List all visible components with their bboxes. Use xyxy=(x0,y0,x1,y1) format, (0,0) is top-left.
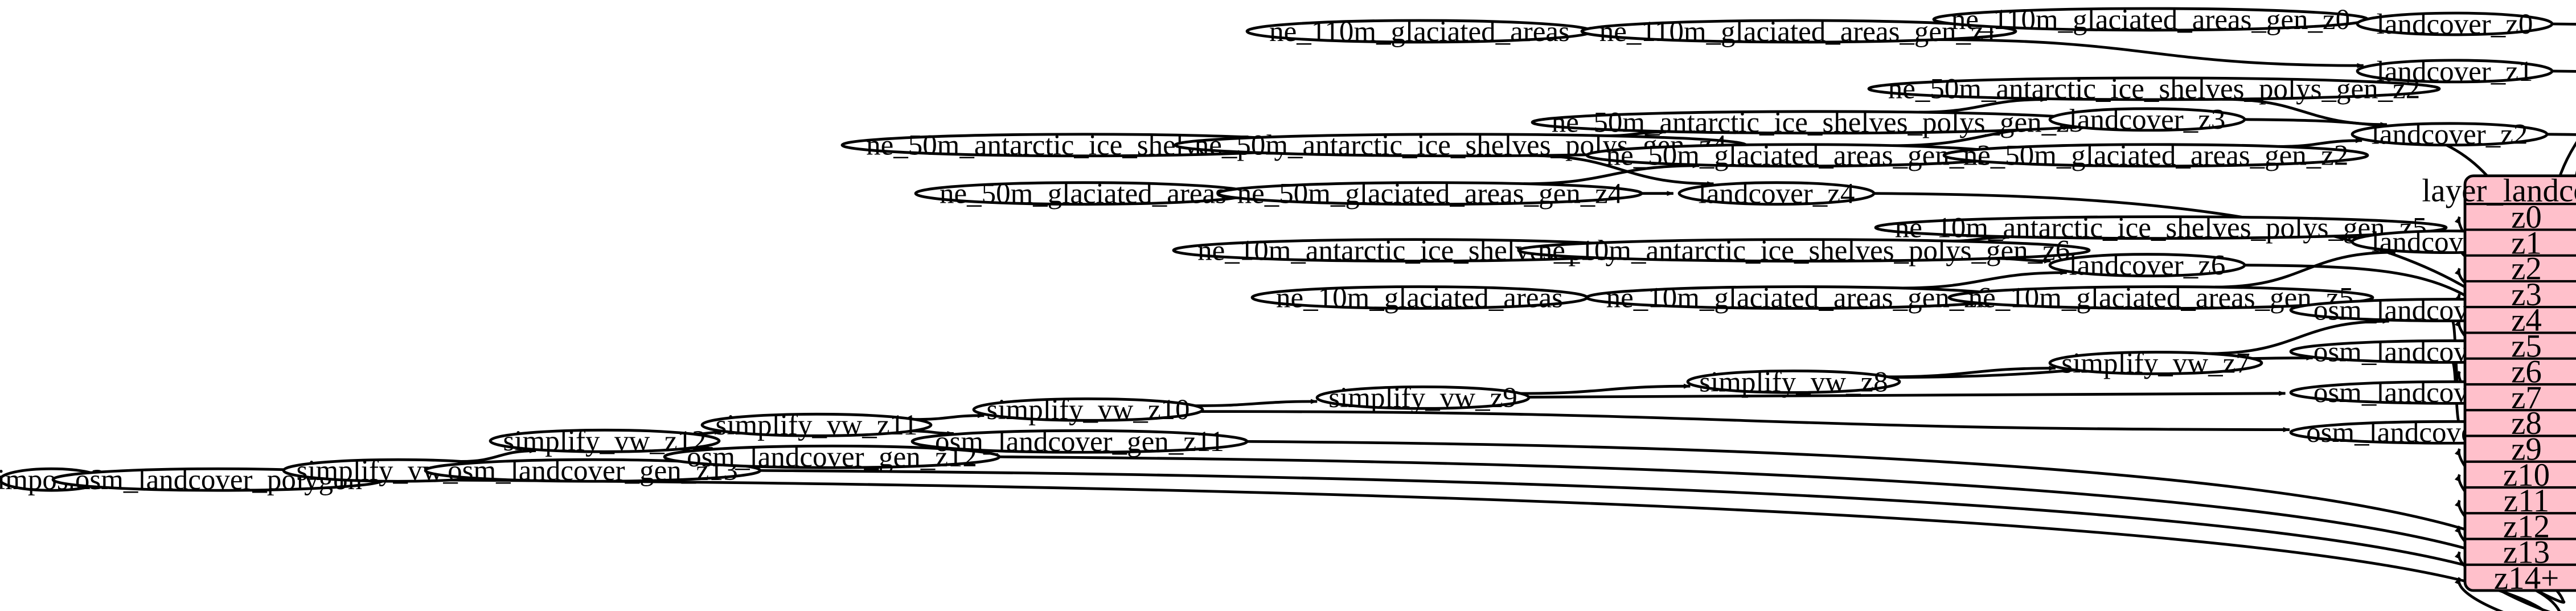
node-shape xyxy=(663,444,1001,469)
node-label: ne_110m_glaciated_areas_gen_z1 xyxy=(1599,16,1998,48)
node-landcover_z4[interactable]: landcover_z4 xyxy=(1677,178,1876,210)
node-label: ne_50m_glaciated_areas xyxy=(940,178,1227,210)
node-shape xyxy=(2356,11,2554,36)
edge-osm_landcover_gen_z12-to-layer_landcover.z12 xyxy=(999,455,2566,604)
node-simplify_vw_z8[interactable]: simplify_vw_z8 xyxy=(1686,366,1901,398)
node-shape xyxy=(2048,107,2246,132)
node-landcover_z2[interactable]: landcover_z2 xyxy=(2351,119,2549,151)
node-label: ne_10m_antarctic_ice_shelves_polys_gen_z… xyxy=(1895,212,2427,244)
node-simplify_vw_z12[interactable]: simplify_vw_z12 xyxy=(489,425,721,457)
node-label: simplify_vw_z9 xyxy=(1328,382,1517,414)
node-ne_50m_antarctic_ice_shelves_polys_gen_z3[interactable]: ne_50m_antarctic_ice_shelves_polys_gen_z… xyxy=(1531,107,2105,139)
node-ne_110m_glaciated_areas_gen_z0[interactable]: ne_110m_glaciated_areas_gen_z0 xyxy=(1932,4,2369,36)
node-label: ne_10m_glaciated_areas xyxy=(1276,282,1563,314)
edge-ne_110m_glaciated_areas_gen_z1-to-landcover_z1 xyxy=(1936,38,2364,68)
node-label: ne_50m_glaciated_areas_gen_z2 xyxy=(1963,140,2349,172)
node-shape xyxy=(1677,181,1876,206)
node-label: ne_50m_antarctic_ice_shelves_polys_gen_z… xyxy=(1552,107,2084,139)
node-ne_10m_glaciated_areas_gen_z6[interactable]: ne_10m_glaciated_areas_gen_z6 xyxy=(1585,282,2012,314)
node-label: simplify_vw_z7 xyxy=(2061,347,2250,379)
node-ne_10m_antarctic_ice_shelves_polys_gen_z5[interactable]: ne_10m_antarctic_ice_shelves_polys_gen_z… xyxy=(1874,212,2448,244)
edge-osm_landcover_gen_z13-to-layer_landcover.z13 xyxy=(760,469,2561,611)
edge-simplify_vw_z11-to-simplify_vw_z10 xyxy=(914,413,985,421)
edge-ne_10m_glaciated_areas_gen_z6-to-landcover_z6 xyxy=(1900,270,2068,290)
node-layer: imposm3osm_landcover_polygonsimplify_vw_… xyxy=(0,4,2576,496)
node-shape xyxy=(1517,238,2091,263)
edge-simplify_vw_z9-to-osm_landcover_gen_z9 xyxy=(1528,391,2286,399)
node-simplify_vw_z10[interactable]: simplify_vw_z10 xyxy=(972,394,1204,426)
node-osm_landcover_gen_z11[interactable]: osm_landcover_gen_z11 xyxy=(910,426,1249,458)
node-shape xyxy=(1942,143,2369,168)
node-label: ne_110m_glaciated_areas xyxy=(1269,16,1570,48)
node-label: ne_50m_glaciated_areas_gen_z3 xyxy=(1606,140,1992,172)
node-shape xyxy=(424,458,762,483)
node-label: ne_50m_antarctic_ice_shelves_polys_gen_z… xyxy=(1888,73,2421,105)
node-simplify_vw_z11[interactable]: simplify_vw_z11 xyxy=(700,409,933,441)
node-label: landcover_z1 xyxy=(2377,56,2533,88)
edge-ne_10m_glaciated_areas_gen_z5-to-landcover_z5 xyxy=(2215,249,2396,289)
node-shape xyxy=(2356,59,2554,84)
edge-osm_landcover_polygon-to-layer_landcover.z14+ xyxy=(384,478,2547,611)
node-shape xyxy=(2048,253,2246,277)
node-shape xyxy=(2048,351,2263,375)
node-shape xyxy=(489,428,721,453)
node-label: ne_10m_antarctic_ice_shelves_polys_gen_z… xyxy=(1538,235,2070,267)
edge-simplify_vw_z7-to-osm_landcover_gen_z7 xyxy=(2208,318,2390,355)
node-shape xyxy=(1867,76,2441,101)
node-ne_110m_glaciated_areas[interactable]: ne_110m_glaciated_areas xyxy=(1245,16,1594,48)
node-label: simplify_vw_z11 xyxy=(715,409,917,441)
edge-simplify_vw_z9-to-simplify_vw_z8 xyxy=(1520,383,1691,395)
node-simplify_vw_z9[interactable]: simplify_vw_z9 xyxy=(1315,382,1531,414)
node-shape xyxy=(972,397,1204,422)
node-shape xyxy=(1580,19,2017,44)
node-ne_10m_glaciated_areas_gen_z5[interactable]: ne_10m_glaciated_areas_gen_z5 xyxy=(1947,282,2374,314)
node-ne_10m_glaciated_areas[interactable]: ne_10m_glaciated_areas xyxy=(1250,282,1589,314)
table-row-z14+[interactable]: z14+ xyxy=(2494,560,2559,596)
edge-simplify_vw_z10-to-osm_landcover_gen_z10 xyxy=(1200,410,2290,433)
edge-simplify_vw_z10-to-simplify_vw_z9 xyxy=(1195,399,1318,408)
node-label: simplify_vw_z10 xyxy=(987,394,1190,426)
node-simplify_vw_z7[interactable]: simplify_vw_z7 xyxy=(2048,347,2263,379)
node-ne_110m_glaciated_areas_gen_z1[interactable]: ne_110m_glaciated_areas_gen_z1 xyxy=(1580,16,2017,48)
node-label: ne_110m_glaciated_areas_gen_z0 xyxy=(1951,4,2350,36)
node-ne_50m_glaciated_areas_gen_z4[interactable]: ne_50m_glaciated_areas_gen_z4 xyxy=(1216,178,1643,210)
edge-ne_50m_antarctic_ice_shelves_polys_gen_z2-to-landcover_z2 xyxy=(2222,97,2388,128)
node-landcover_z1[interactable]: landcover_z1 xyxy=(2356,56,2554,88)
node-label: simplify_vw_z8 xyxy=(1699,366,1888,398)
node-label: landcover_z3 xyxy=(2069,104,2226,136)
table-title: layer_landcover xyxy=(2422,173,2576,208)
node-ne_10m_antarctic_ice_shelves_polys_gen_z6[interactable]: ne_10m_antarctic_ice_shelves_polys_gen_z… xyxy=(1517,235,2091,267)
node-shape xyxy=(1874,215,2448,240)
node-shape xyxy=(1216,181,1643,206)
node-shape xyxy=(1315,385,1531,410)
node-shape xyxy=(910,429,1249,454)
layer-landcover-table: layer_landcoverz0z1z2z3z4z5z6z7z8z9z10z1… xyxy=(2422,173,2576,596)
node-shape xyxy=(1947,285,2374,310)
node-label: landcover_z2 xyxy=(2372,119,2528,151)
node-landcover_z0[interactable]: landcover_z0 xyxy=(2356,9,2554,40)
edge-simplify_vw_z8-to-simplify_vw_z7 xyxy=(1888,366,2056,379)
edge-ne_50m_glaciated_areas_gen_z4-to-ne_50m_glaciated_areas_gen_z3 xyxy=(1523,163,1700,186)
node-label: ne_10m_glaciated_areas_gen_z6 xyxy=(1606,282,1992,314)
node-label: landcover_z0 xyxy=(2377,9,2533,40)
node-label: landcover_z6 xyxy=(2069,249,2226,281)
edge-ne_50m_antarctic_ice_shelves_polys_gen_z4-to-landcover_z4 xyxy=(1529,154,1714,187)
node-label: simplify_vw_z12 xyxy=(503,425,707,457)
node-ne_50m_glaciated_areas_gen_z2[interactable]: ne_50m_glaciated_areas_gen_z2 xyxy=(1942,140,2369,172)
node-landcover_z6[interactable]: landcover_z6 xyxy=(2048,249,2246,281)
node-shape xyxy=(2351,122,2549,147)
node-label: ne_50m_glaciated_areas_gen_z4 xyxy=(1237,178,1623,210)
node-label: ne_10m_glaciated_areas_gen_z5 xyxy=(1968,282,2354,314)
node-ne_50m_antarctic_ice_shelves_polys_gen_z2[interactable]: ne_50m_antarctic_ice_shelves_polys_gen_z… xyxy=(1867,73,2441,105)
node-landcover_z3[interactable]: landcover_z3 xyxy=(2048,104,2246,136)
node-label: osm_landcover_gen_z11 xyxy=(935,426,1224,458)
node-ne_50m_glaciated_areas[interactable]: ne_50m_glaciated_areas xyxy=(914,178,1252,210)
node-shape xyxy=(1686,369,1901,394)
node-shape xyxy=(700,412,933,437)
node-label: landcover_z4 xyxy=(1699,178,1855,210)
